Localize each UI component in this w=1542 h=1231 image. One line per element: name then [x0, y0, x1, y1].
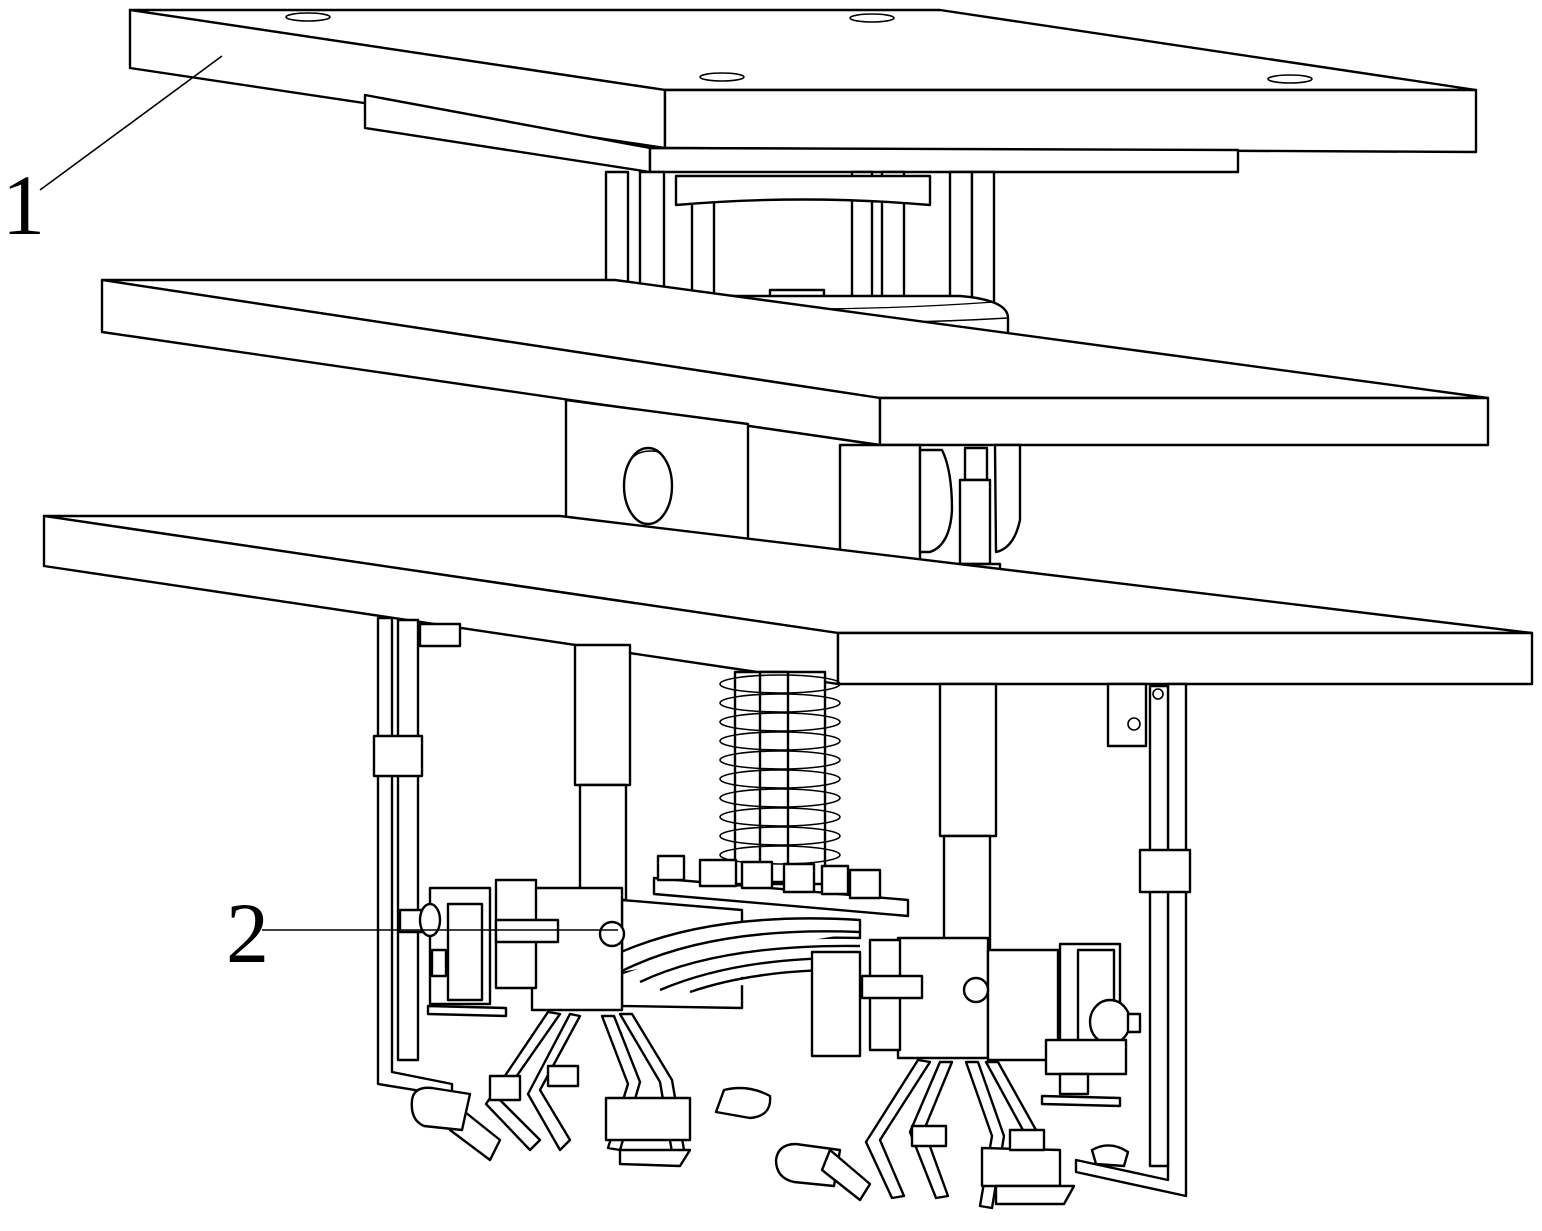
right-clamp-head: [860, 936, 1142, 1108]
callout-2: 2: [226, 885, 618, 981]
right-gripper-fingers: [774, 1058, 1130, 1210]
top-plate: [128, 8, 1478, 174]
spring-coil: [719, 712, 841, 732]
spring-coil: [719, 674, 841, 694]
callout-1: 1: [2, 55, 223, 253]
middle-plate: [100, 278, 1490, 447]
spring-coil: [719, 769, 841, 789]
left-gripper-fingers: [410, 1010, 772, 1168]
label-2: 2: [226, 885, 269, 981]
right-cylinder: [938, 682, 998, 950]
spring-coil: [719, 826, 841, 846]
left-clamp-head: [398, 878, 626, 1018]
right-outer-frame: [1074, 682, 1192, 1198]
spring-coil: [719, 845, 841, 865]
spring-coil: [719, 788, 841, 808]
spring-coil: [719, 807, 841, 827]
left-cylinder: [573, 643, 632, 902]
label-1: 1: [2, 157, 45, 253]
left-outer-frame: [372, 616, 462, 1098]
spring-coil: [719, 693, 841, 713]
lower-plate: [42, 514, 1534, 686]
spring-coils: [719, 674, 841, 865]
spring-column: [719, 670, 841, 886]
center-jaw-assembly: [598, 854, 910, 1058]
spring-coil: [719, 731, 841, 751]
spring-coil: [719, 750, 841, 770]
